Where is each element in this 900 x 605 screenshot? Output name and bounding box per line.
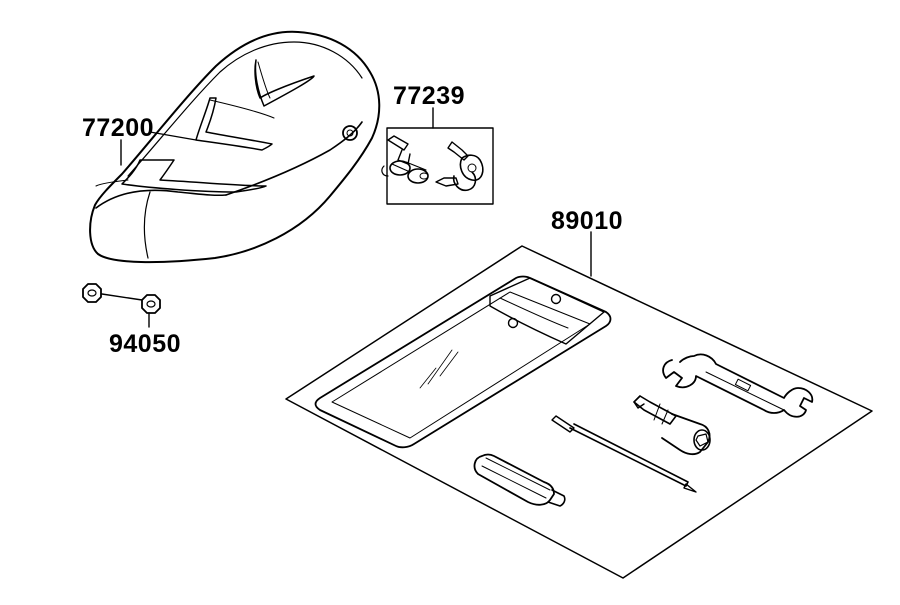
tool-kit-icon xyxy=(314,275,814,507)
part-number-lock-set-label: 77239 xyxy=(393,82,466,110)
part-number-nut-label: 94050 xyxy=(109,330,182,358)
scooter-seat-icon xyxy=(89,30,381,264)
part-number-seat-label: 77200 xyxy=(82,114,155,142)
lock-and-keys-icon xyxy=(381,135,484,192)
part-number-tool-kit-label: 89010 xyxy=(551,207,624,235)
nut-icon xyxy=(82,283,161,314)
